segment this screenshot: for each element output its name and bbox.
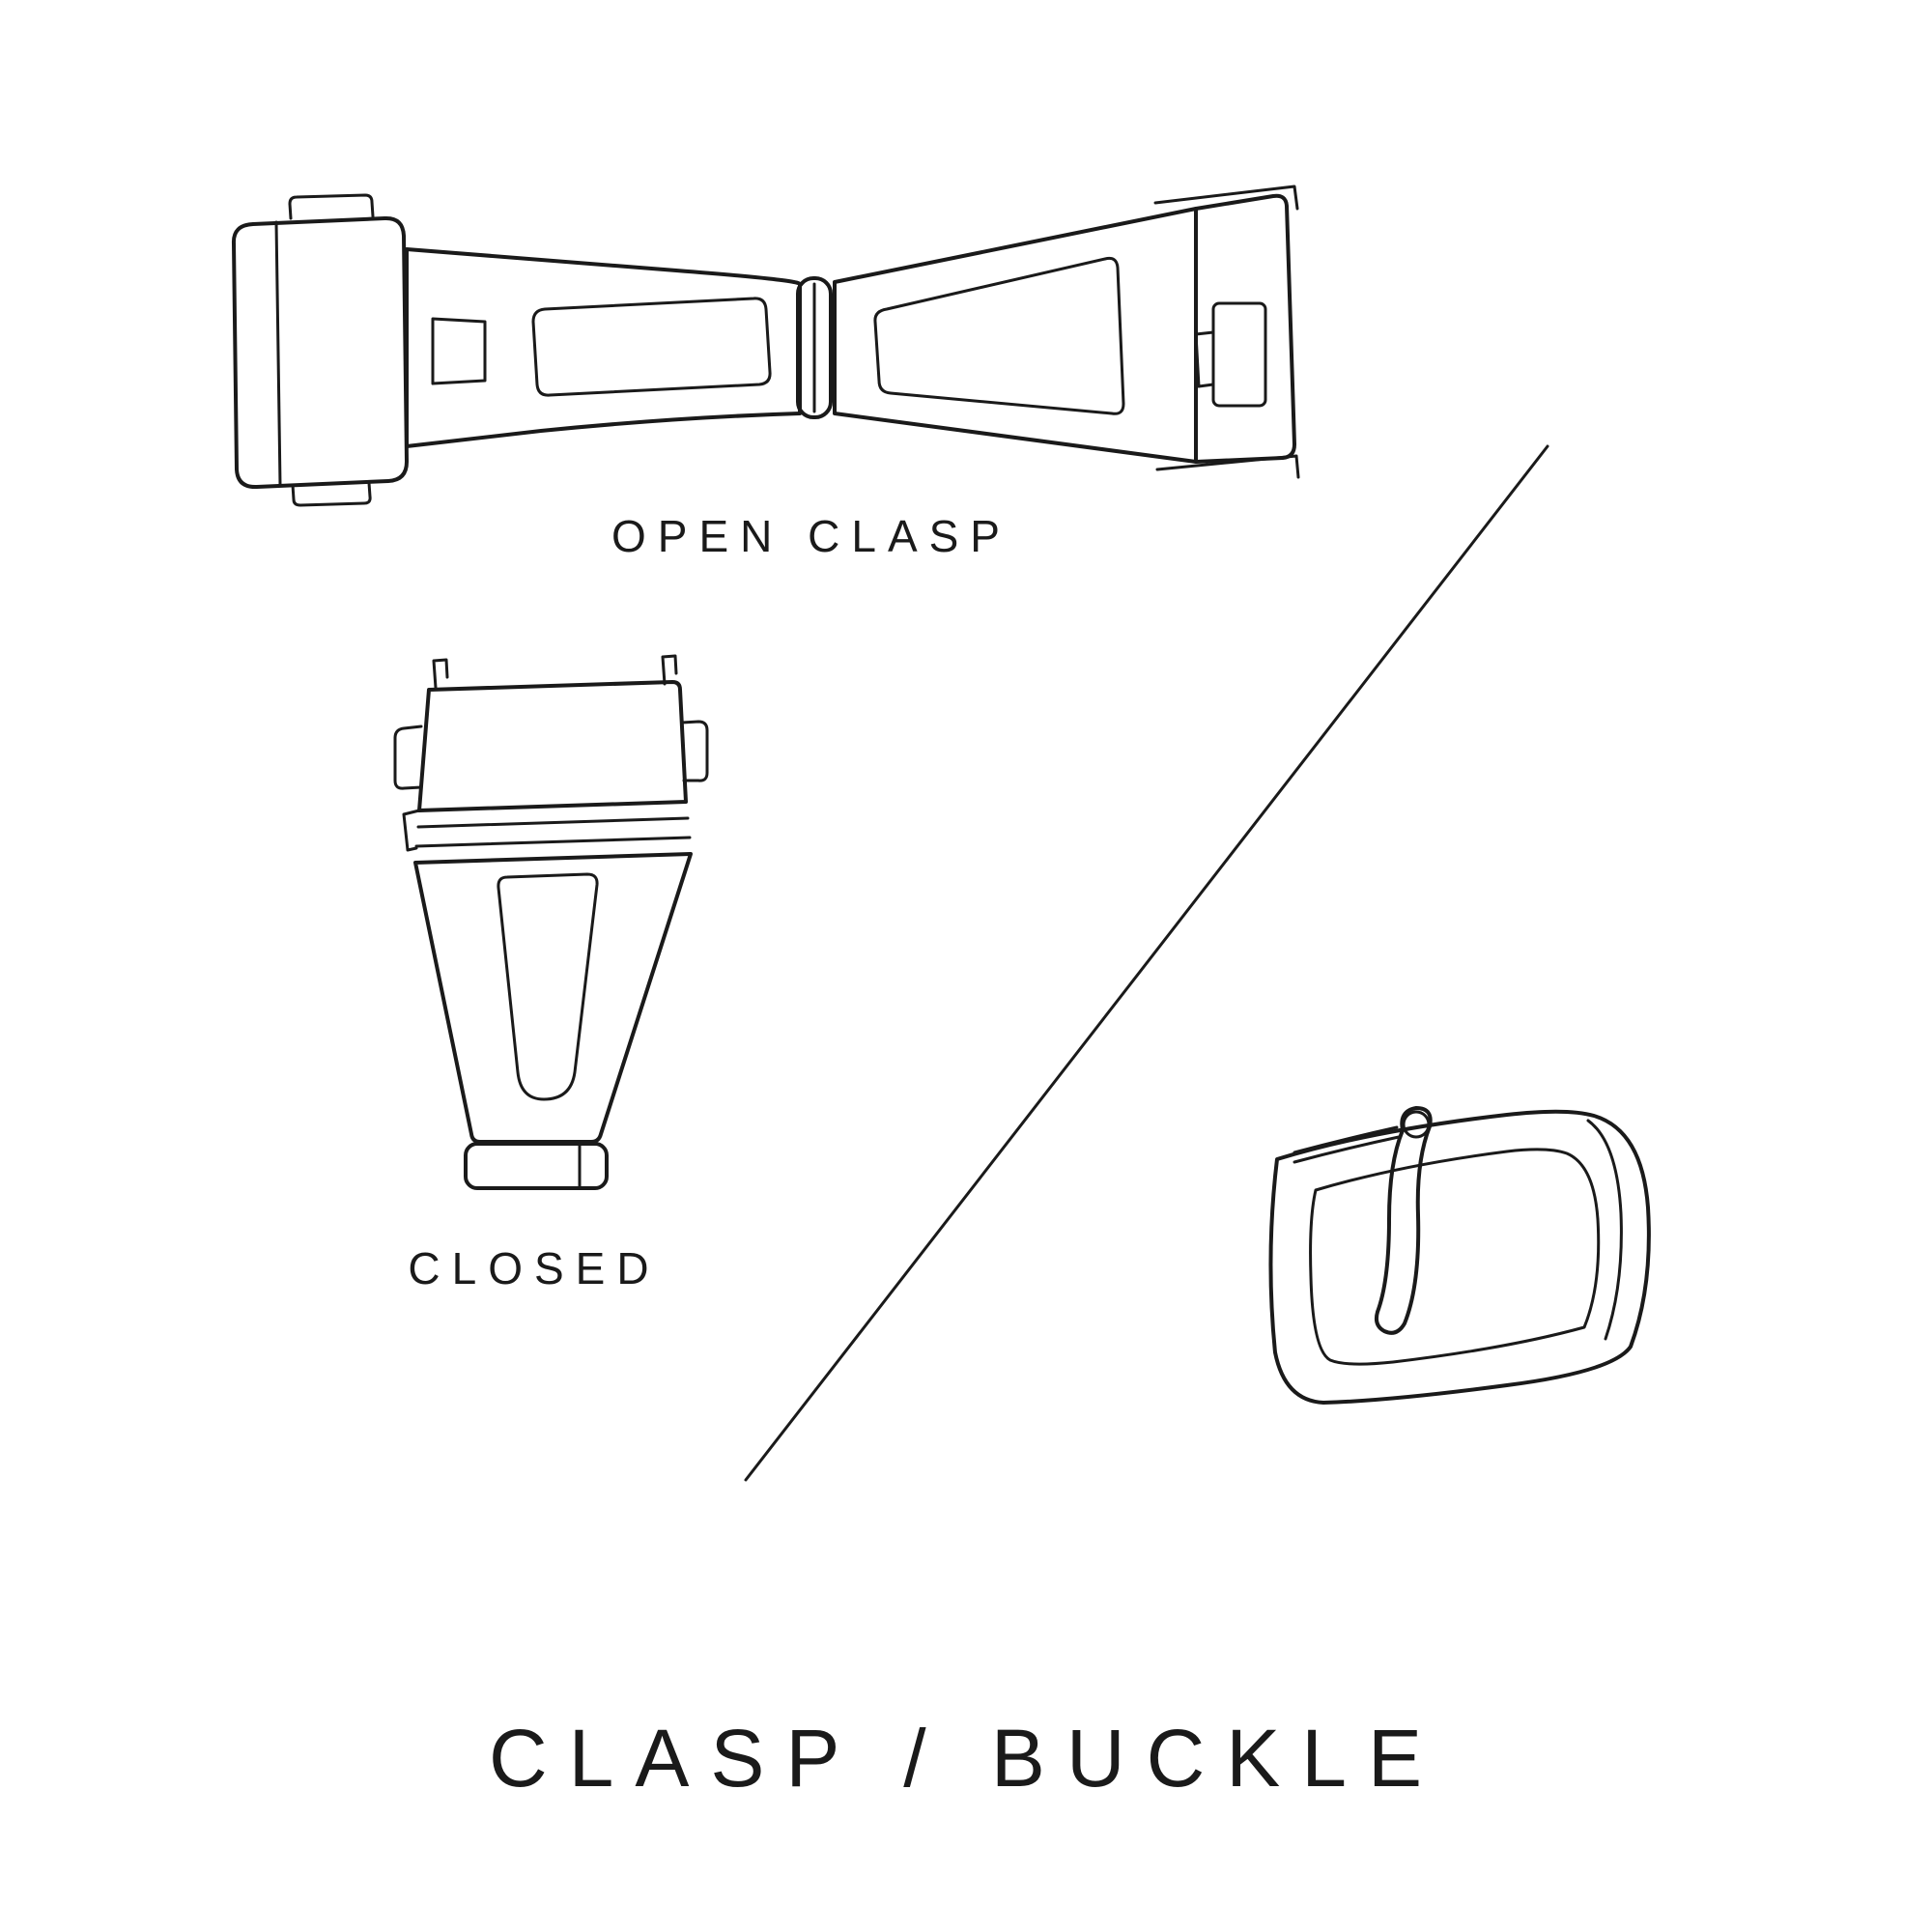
closed-clasp-left-ear <box>393 724 423 790</box>
open-clasp-left-block-edge <box>274 220 282 487</box>
open-clasp-caption: OPEN CLASP <box>611 511 1011 561</box>
open-clasp-left-arm-window <box>531 297 772 397</box>
buckle-pin-bottom <box>1293 1135 1401 1164</box>
open-clasp-right-hook-tab <box>1194 330 1215 388</box>
buckle-outer-frame <box>1268 1109 1651 1405</box>
open-clasp-left-arm <box>405 247 802 448</box>
divider-line <box>744 444 1549 1482</box>
buckle-illustration <box>1268 1106 1651 1405</box>
open-clasp-illustration <box>231 185 1300 507</box>
closed-clasp-band-line-1 <box>416 816 690 829</box>
open-clasp-left-block-top-tab <box>288 193 375 220</box>
open-clasp-left-block <box>231 215 409 490</box>
buckle-right-bar-line <box>1586 1119 1623 1341</box>
page-title: CLASP / BUCKLE <box>488 1713 1444 1804</box>
open-clasp-right-arm-window <box>873 256 1125 415</box>
open-clasp-right-arm <box>833 207 1198 464</box>
closed-clasp-top-plate <box>417 680 688 812</box>
closed-clasp-left-prong <box>432 658 449 690</box>
buckle-pin-top <box>1293 1125 1399 1154</box>
closed-clasp-right-ear <box>680 720 709 782</box>
closed-clasp-illustration <box>393 654 709 1190</box>
open-clasp-left-block-bottom-tab <box>291 481 372 507</box>
closed-caption: CLOSED <box>408 1243 661 1293</box>
closed-clasp-right-prong <box>661 654 678 686</box>
buckle-prong <box>1374 1106 1433 1335</box>
closed-clasp-band-tab <box>402 809 421 852</box>
open-clasp-left-arm-notch <box>431 317 487 385</box>
closed-clasp-band-line-2 <box>414 836 692 848</box>
open-clasp-right-hook <box>1211 301 1267 408</box>
open-clasp-right-top-lip <box>1153 185 1299 211</box>
open-clasp-right-block <box>1194 193 1296 464</box>
closed-clasp-bottom-keeper <box>464 1142 609 1190</box>
open-clasp-hinge <box>796 276 833 419</box>
closed-clasp-body-window <box>497 872 599 1101</box>
open-clasp-right-bottom-lip <box>1155 454 1300 479</box>
buckle-inner-opening <box>1309 1148 1601 1366</box>
